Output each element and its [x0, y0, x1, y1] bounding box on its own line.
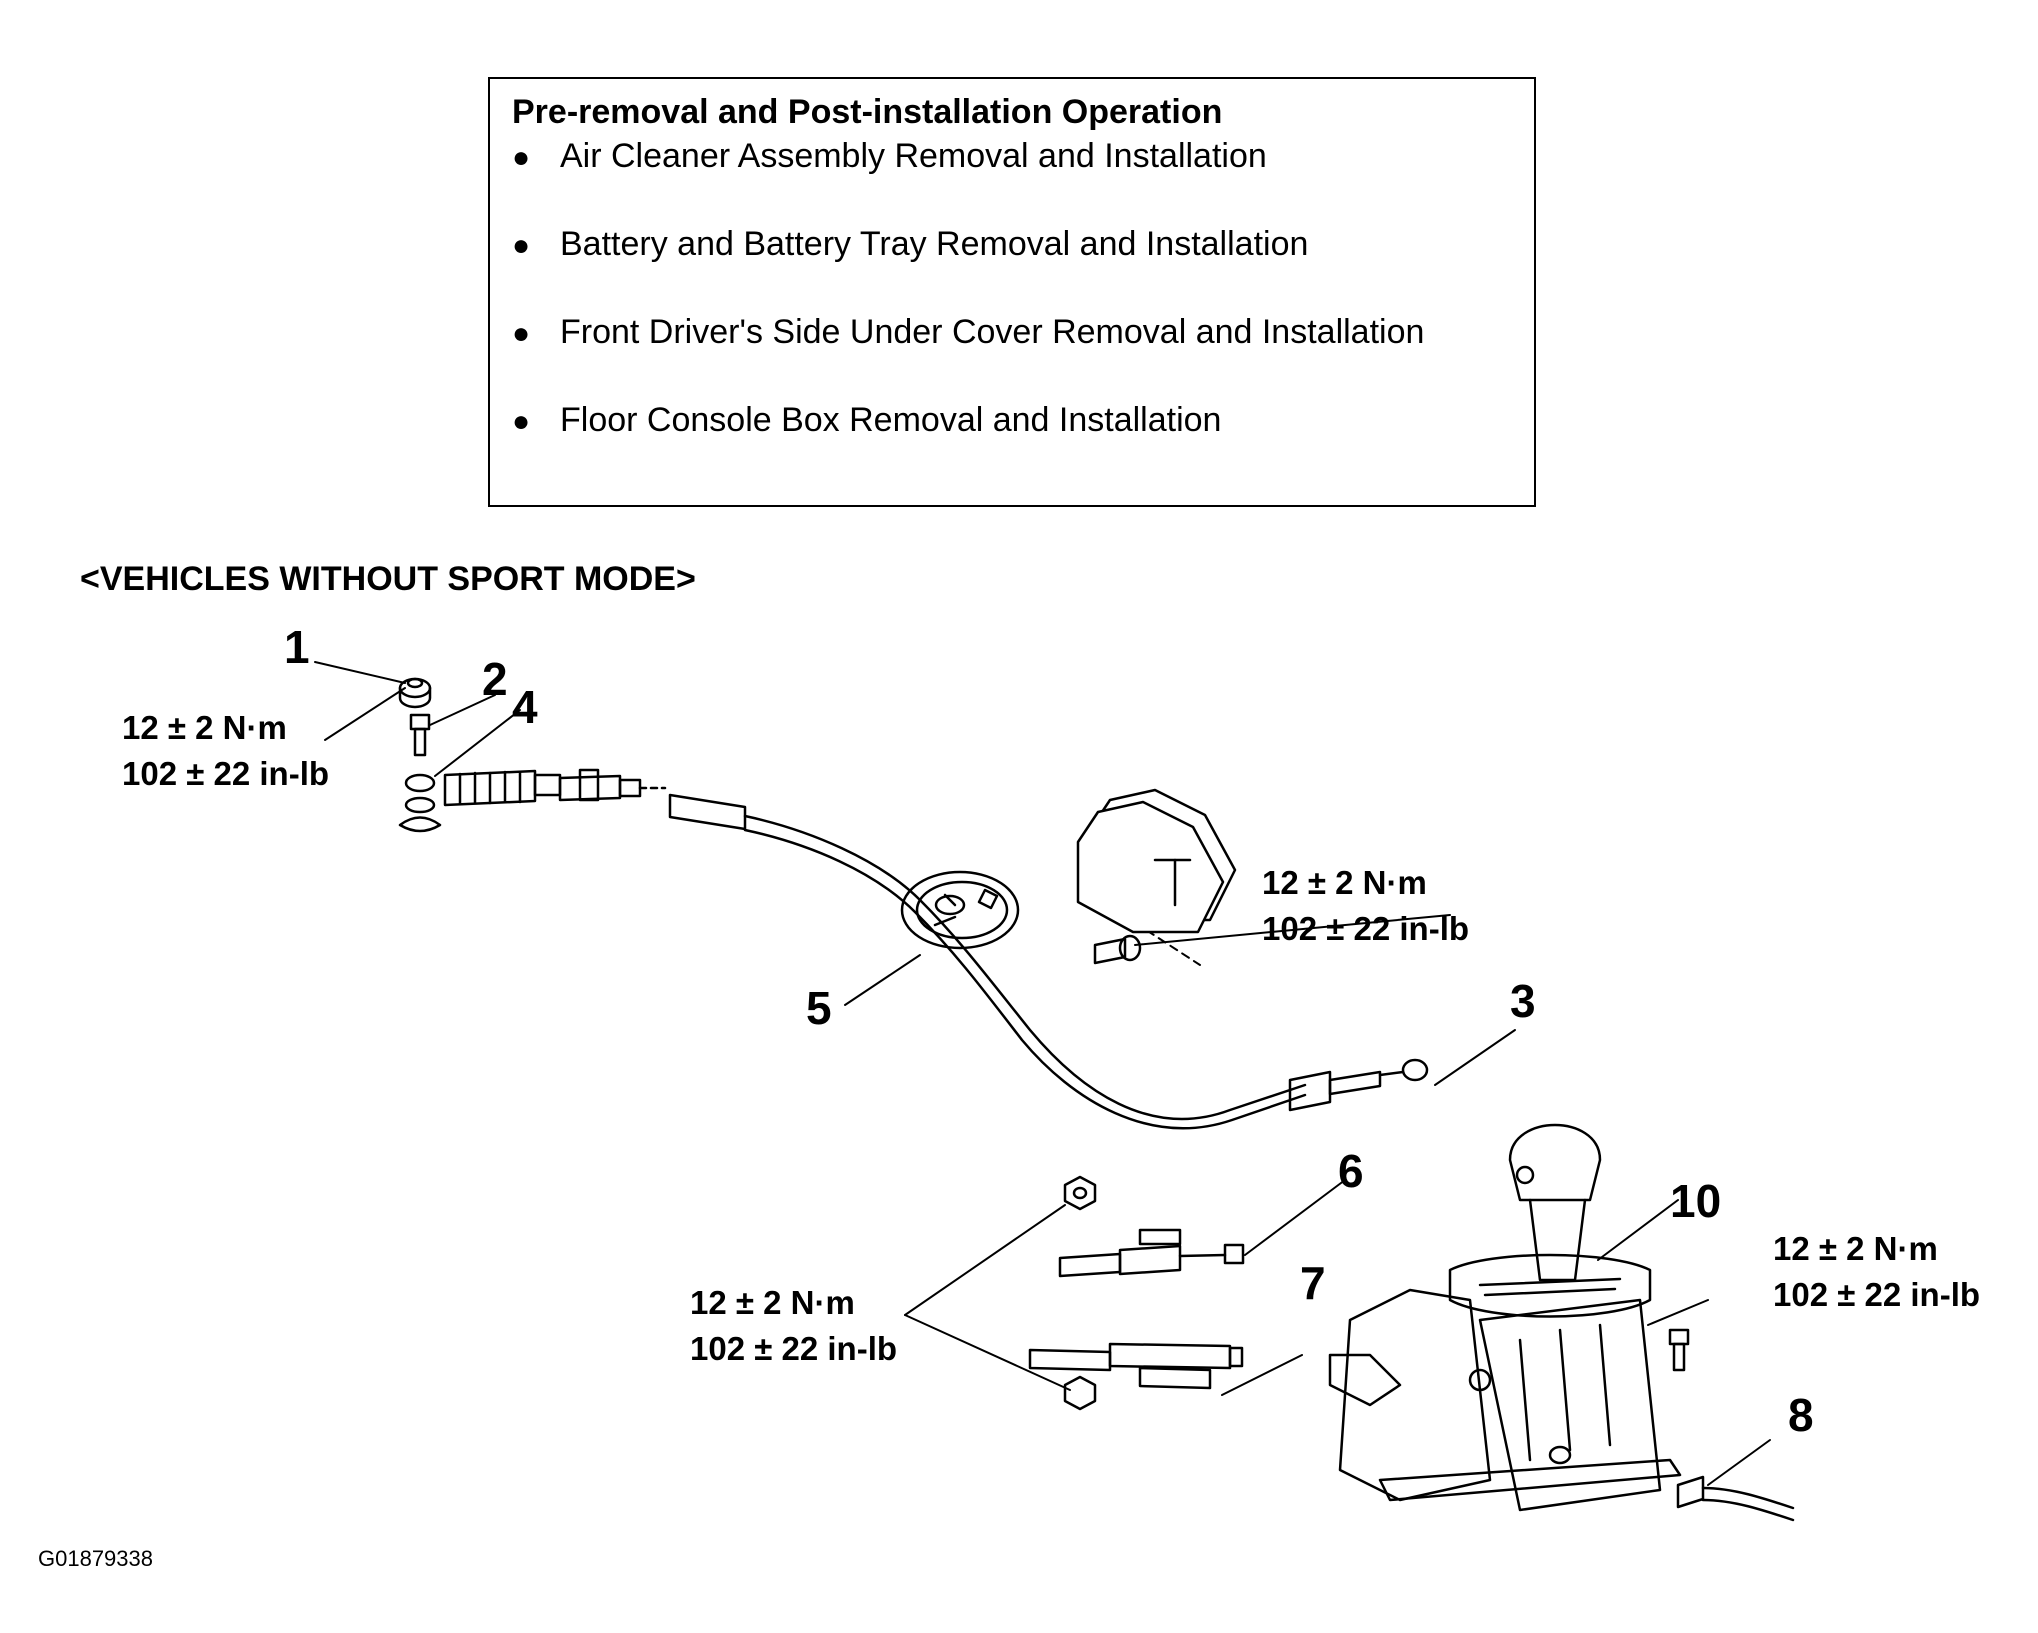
grommet-part-5	[900, 870, 1020, 950]
torque-metric: 12 ± 2 N·m	[122, 709, 287, 746]
linkage-part-6	[1058, 1175, 1245, 1278]
torque-spec: 12 ± 2 N·m 102 ± 22 in-lb	[122, 705, 329, 797]
operation-item-label: Floor Console Box Removal and Installati…	[560, 401, 1222, 439]
bullet-icon: ●	[512, 317, 531, 350]
torque-metric: 12 ± 2 N·m	[1262, 864, 1427, 901]
service-cover	[1076, 788, 1237, 934]
bullet-icon: ●	[512, 141, 531, 174]
operation-item: ● Air Cleaner Assembly Removal and Instal…	[512, 137, 1424, 225]
callout-10: 10	[1670, 1175, 1722, 1227]
torque-imperial: 102 ± 22 in-lb	[122, 755, 330, 792]
operation-item-label: Battery and Battery Tray Removal and Ins…	[560, 225, 1309, 263]
operation-item: ● Front Driver's Side Under Cover Removal…	[512, 313, 1424, 401]
bolt-part-2	[409, 713, 431, 757]
torque-spec: 12 ± 2 N·m 102 ± 22 in-lb	[1262, 860, 1469, 952]
torque-imperial: 102 ± 22 in-lb	[1773, 1276, 1981, 1313]
torque-spec: 12 ± 2 N·m 102 ± 22 in-lb	[690, 1280, 897, 1372]
linkage-part-7	[1028, 1342, 1244, 1411]
torque-metric: 12 ± 2 N·m	[1773, 1230, 1938, 1267]
leader-lines	[314, 661, 1771, 1486]
operations-list: ● Air Cleaner Assembly Removal and Instal…	[512, 137, 1424, 489]
callout-4: 4	[512, 681, 538, 733]
bullet-icon: ●	[512, 405, 531, 438]
torque-metric: 12 ± 2 N·m	[690, 1284, 855, 1321]
callout-8: 8	[1788, 1389, 1814, 1441]
washer-part-4	[398, 773, 442, 833]
section-label: <VEHICLES WITHOUT SPORT MODE>	[80, 560, 696, 598]
pre-removal-operations-box: Pre-removal and Post-installation Operat…	[488, 77, 1536, 507]
connector-part-8	[1676, 1475, 1795, 1522]
nut-part-1	[398, 677, 432, 709]
callout-3: 3	[1510, 975, 1536, 1027]
shift-lever-assembly-part-10	[1328, 1123, 1682, 1512]
callout-6: 6	[1338, 1145, 1364, 1197]
figure-id: G01879338	[38, 1546, 153, 1571]
operation-item: ● Battery and Battery Tray Removal and In…	[512, 225, 1424, 313]
torque-imperial: 102 ± 22 in-lb	[690, 1330, 898, 1367]
operation-item-label: Front Driver's Side Under Cover Removal …	[560, 313, 1425, 351]
operations-title: Pre-removal and Post-installation Operat…	[512, 93, 1223, 131]
torque-imperial: 102 ± 22 in-lb	[1262, 910, 1470, 947]
callout-5: 5	[806, 982, 832, 1034]
shift-cable	[668, 793, 1429, 1130]
torque-spec: 12 ± 2 N·m 102 ± 22 in-lb	[1773, 1226, 1980, 1318]
callout-1: 1	[284, 621, 310, 673]
operation-item: ● Floor Console Box Removal and Installat…	[512, 401, 1424, 489]
callout-2: 2	[482, 653, 508, 705]
lever-bolt	[1668, 1328, 1690, 1372]
bullet-icon: ●	[512, 229, 531, 262]
operation-item-label: Air Cleaner Assembly Removal and Install…	[560, 137, 1267, 175]
bracket-bolt	[1093, 934, 1142, 965]
callout-7: 7	[1300, 1257, 1326, 1309]
cable-end-assembly	[443, 768, 667, 807]
